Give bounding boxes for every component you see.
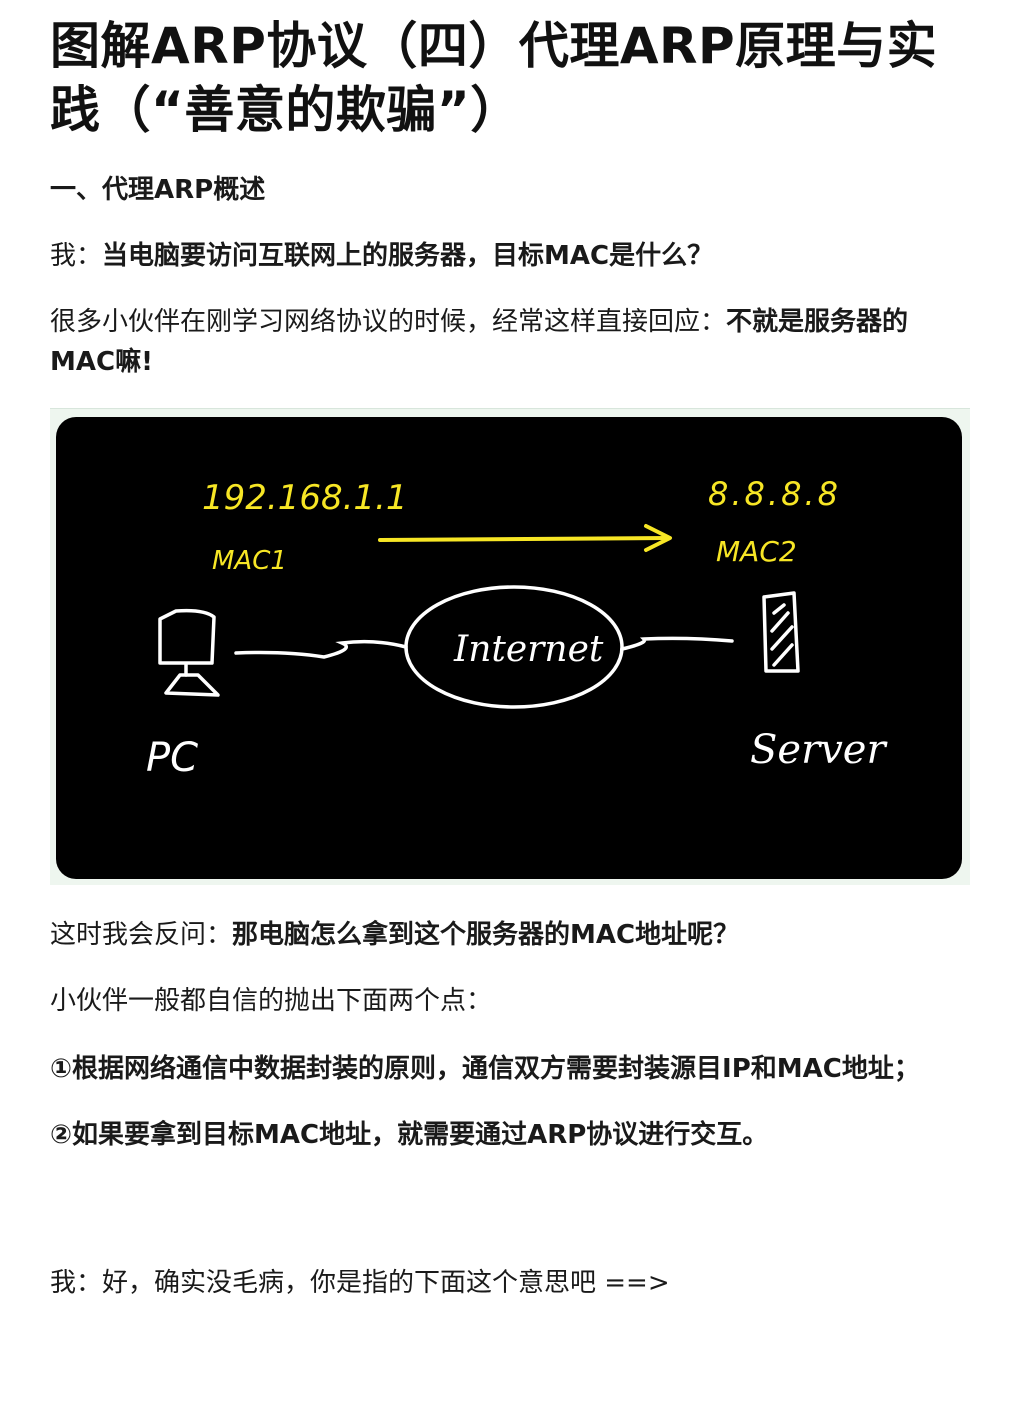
point-two: ②如果要拿到目标MAC地址，就需要通过ARP协议进行交互。 [50,1120,769,1150]
server-mac-label: MAC2 [716,535,797,568]
server-icon [762,591,800,673]
question-text: 当电脑要访问互联网上的服务器，目标MAC是什么？ [102,241,714,271]
article-title: 图解ARP协议（四）代理ARP原理与实践（“善意的欺骗”） [50,17,938,139]
answer-bold: 不就是服务器的MAC嘛! [50,307,909,377]
server-ip-label: 8.8.8.8 [708,475,841,513]
counter-lead: 这时我会反问： [50,920,233,950]
pc-ip-label: 192.168.1.1 [202,478,407,518]
article: 图解ARP协议（四）代理ARP原理与实践（“善意的欺骗”） 一、代理ARP概述 … [50,0,970,1303]
server-label: Server [750,727,888,773]
diagram-board: 192.168.1.1 MAC1 8.8.8.8 MAC2 [56,417,962,879]
paragraph-common-answer: 很多小伙伴在刚学习网络协议的时候，经常这样直接回应：不就是服务器的MAC嘛! [50,302,970,382]
server-link-line [620,636,734,651]
arrow-right-icon [378,524,672,552]
pc-link-line [234,639,408,659]
counter-bold: 那电脑怎么拿到这个服务器的MAC地址呢？ [232,920,740,950]
speaker-label: 我： [50,241,103,271]
internet-cloud: Internet [404,585,624,709]
paragraph-confirm: 我：好，确实没毛病，你是指的下面这个意思吧 ==> [50,1268,670,1298]
pc-icon [158,608,220,697]
answer-lead: 很多小伙伴在刚学习网络协议的时候，经常这样直接回应： [50,307,727,337]
internet-label: Internet [453,629,604,670]
paragraph-counter-question: 这时我会反问：那电脑怎么拿到这个服务器的MAC地址呢？ [50,915,970,955]
figure-frame: 192.168.1.1 MAC1 8.8.8.8 MAC2 [50,408,970,885]
point-one: ①根据网络通信中数据封装的原则，通信双方需要封装源目IP和MAC地址； [50,1054,920,1084]
arp-diagram: 192.168.1.1 MAC1 8.8.8.8 MAC2 [146,475,888,781]
paragraph-points-intro: 小伙伴一般都自信的抛出下面两个点： [50,986,493,1016]
section-heading: 一、代理ARP概述 [50,175,266,205]
pc-label: PC [146,735,198,781]
pc-mac-label: MAC1 [212,546,287,576]
paragraph-question: 我：当电脑要访问互联网上的服务器，目标MAC是什么？ [50,236,970,276]
